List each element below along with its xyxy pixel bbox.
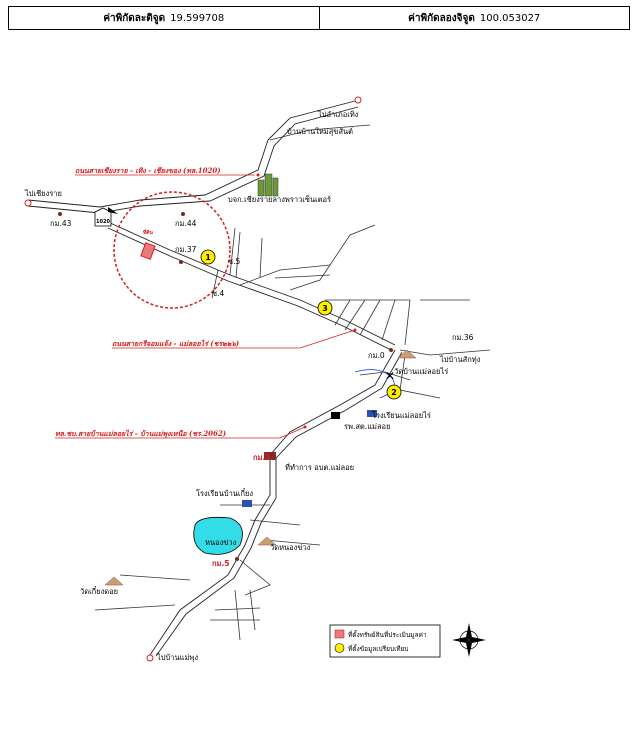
- comparison-markers: 1 2 3: [200, 249, 402, 400]
- plot-small-label: ที่ดิน: [143, 228, 154, 236]
- label-km43: กม.43: [50, 219, 72, 228]
- road-2062-label: ทล.ชบ.สายบ้านแม่ลอยไร่ - บ้านแม่พุงเหนือ…: [55, 429, 226, 438]
- label-km5: กม.5: [212, 559, 230, 568]
- highway-shield-icon: 1020: [94, 207, 112, 227]
- clinic-icon: [331, 412, 340, 419]
- marker-1-number: 1: [205, 253, 211, 262]
- place-labels: ไปอำเภอเทิง บ้านบ้านใหม่สุขสันต์ ไปเชียง…: [24, 110, 481, 662]
- label-to-mae-phung: ไปบ้านแม่พุง: [156, 653, 198, 662]
- latitude-value: 19.599708: [170, 12, 225, 24]
- property-plot: [140, 242, 156, 260]
- temple-icon: [104, 349, 417, 586]
- local-road: [107, 221, 396, 352]
- marker-2-number: 2: [391, 388, 397, 397]
- label-rph: รพ.สต.แม่ลอย: [344, 422, 390, 431]
- label-to-sak-thung: ไปบ้านสักทุ่ง: [439, 355, 481, 364]
- marker-3: [317, 300, 333, 316]
- building-icon: [257, 173, 279, 197]
- side-roads: [94, 124, 491, 641]
- north-arrow-icon: [452, 623, 486, 657]
- label-km36: กม.36: [452, 333, 474, 342]
- to-chiangrai-end: [24, 199, 32, 207]
- label-abt: ที่ทำการ อบต.แม่ลอย: [285, 462, 354, 472]
- label-km44: กม.44: [175, 219, 197, 228]
- highway-shield-label: 1020: [96, 219, 110, 225]
- label-wat-mae-loi-rai: วัดบ้านแม่ลอยไร่: [394, 367, 448, 376]
- longitude-value: 100.053027: [479, 12, 541, 24]
- label-km37: กม.37: [175, 245, 197, 254]
- road-local-label: ถนนสายกรีจอมแจ้ง - แม่ลอยไร่ (ชร๒๒๖): [112, 339, 239, 348]
- marker-1: [200, 249, 216, 265]
- km-post-icons: [58, 212, 393, 561]
- label-wat-nong-khuang: วัดหนองข่วง: [270, 543, 311, 552]
- school-flag-icon: [242, 410, 377, 507]
- label-school-mae-loi-rai: โรงเรียนแม่ลอยไร่: [372, 411, 431, 420]
- longitude-cell: ค่าพิกัดลองจิจูด 100.053027: [318, 7, 630, 29]
- marker-3-number: 3: [322, 304, 328, 313]
- label-sor5: ซ.5: [228, 257, 240, 266]
- label-km0: กม.0: [368, 351, 385, 360]
- bridge-icon: ✕: [385, 369, 395, 383]
- label-wat-khiang-doi: วัดเกี๋ยงดอย: [80, 586, 118, 596]
- marker-2: [386, 384, 402, 400]
- property-area-circle: [113, 191, 231, 309]
- latitude-cell: ค่าพิกัดละติจูด 19.599708: [9, 7, 319, 29]
- longitude-label: ค่าพิกัดลองจิจูด: [408, 12, 475, 24]
- legend: ที่ตั้งทรัพย์สินที่ประเมินมูลค่า ที่ตั้ง…: [329, 624, 441, 658]
- label-pond: หนองข่วง: [205, 538, 237, 547]
- latitude-label: ค่าพิกัดละติจูด: [103, 12, 166, 24]
- label-to-thoeng: ไปอำเภอเทิง: [317, 110, 359, 119]
- to-thoeng-end: [354, 96, 362, 104]
- legend-property-label: ที่ตั้งทรัพย์สินที่ประเมินมูลค่า: [348, 630, 427, 639]
- road-2062: [149, 349, 403, 657]
- poi-icons: 1020: [58, 173, 417, 586]
- label-to-chiangrai: ไปเชียงราย: [24, 189, 62, 198]
- legend-comparable-label: ที่ตั้งข้อมูลเปรียบเทียบ: [348, 644, 409, 653]
- road-labels: ถนนสายเชียงราย - เทิง - เชียงของ (ทล.102…: [55, 166, 357, 439]
- label-ban-mai: บ้านบ้านใหม่สุขสันต์: [287, 127, 353, 136]
- legend-property-swatch: [334, 629, 345, 639]
- coordinates-bar: ค่าพิกัดละติจูด 19.599708 ค่าพิกัดลองจิจ…: [8, 6, 630, 30]
- arrow-icon: [108, 207, 118, 214]
- road-1020-label: ถนนสายเชียงราย - เทิง - เชียงของ (ทล.102…: [75, 166, 221, 175]
- label-sor4: ซ.4: [212, 289, 224, 298]
- pond-nong-khuang: [193, 516, 243, 555]
- label-school-khiang: โรงเรียนบ้านเกี๋ยง: [196, 488, 253, 498]
- label-km2: กม.2: [253, 453, 271, 462]
- to-mae-phung-end: [146, 654, 154, 662]
- label-chiangrai-center: บจก.เชียงรายลางพราวเซ็นเตอร์: [228, 194, 331, 204]
- legend-marker-swatch: [334, 643, 345, 653]
